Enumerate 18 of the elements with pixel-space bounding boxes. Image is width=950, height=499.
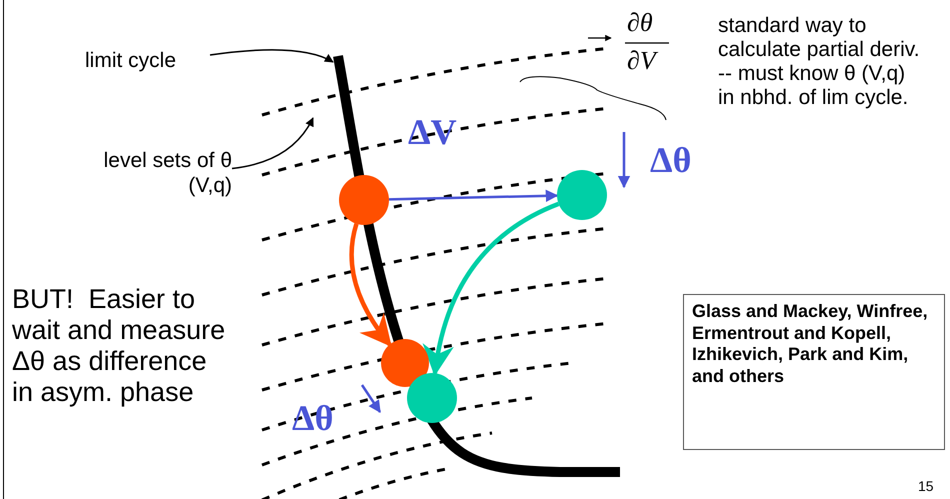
- state-dot: [557, 170, 607, 220]
- note-text: standard way to calculate partial deriv. -- must know θ (V,q) in nbhd. of lim cycle.: [718, 14, 921, 111]
- delta-symbol: Δθ: [292, 398, 334, 440]
- delta-symbol: Δθ: [650, 140, 692, 182]
- state-dot: [407, 373, 457, 423]
- leader-line: [210, 49, 334, 63]
- math-symbol: ∂θ: [627, 8, 653, 38]
- annotation-text: limit cycle: [85, 48, 210, 80]
- edge-label: ΔV: [408, 112, 457, 154]
- reference-box: Glass and Mackey, Winfree, Ermentrout and Kopell, Izhikevich, Park and Kim, and others: [683, 294, 945, 450]
- leader-line: [232, 117, 314, 170]
- math-symbol: ∂V: [627, 46, 656, 76]
- state-dot: [339, 175, 389, 225]
- page-number: 15: [918, 478, 934, 494]
- note-text: BUT! Easier to wait and measure Δθ as difference in asym. phase: [12, 284, 226, 408]
- arrow: [388, 190, 558, 202]
- arrow: [349, 223, 392, 347]
- annotation-text: level sets of θ (V,q): [92, 148, 232, 204]
